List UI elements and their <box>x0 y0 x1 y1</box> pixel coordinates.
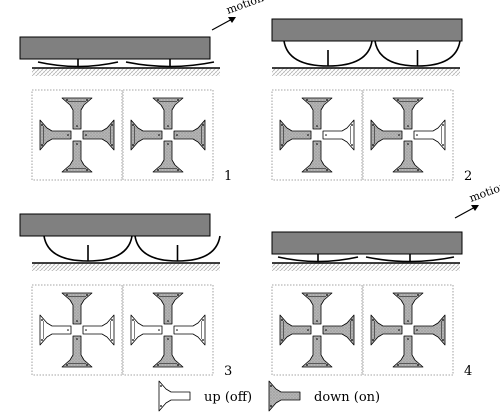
ground <box>272 68 460 76</box>
foot-top <box>301 97 333 130</box>
legs <box>283 40 461 67</box>
foot-left <box>279 314 312 346</box>
foot-bottom <box>152 335 184 368</box>
foot-top <box>152 97 184 130</box>
foot-right <box>322 314 355 346</box>
legend-foot-up-icon <box>158 380 191 412</box>
foot-top <box>152 292 184 325</box>
foot-cluster-left <box>31 89 123 181</box>
cluster-frame <box>271 89 363 181</box>
panel-number: 3 <box>224 364 232 379</box>
foot-right <box>173 314 206 346</box>
ground <box>32 68 220 76</box>
foot-bottom <box>152 140 184 173</box>
legend-foot-down-icon <box>268 380 301 412</box>
cluster-frame <box>31 89 123 181</box>
panel-number: 4 <box>464 364 472 379</box>
foot-top <box>392 97 424 130</box>
legend: up (off) down (on) <box>158 380 380 412</box>
foot-bottom <box>392 140 424 173</box>
foot-left <box>370 119 403 151</box>
robot-body <box>271 231 463 255</box>
foot-top <box>61 292 93 325</box>
robot-body <box>19 36 211 60</box>
cluster-frame <box>122 89 214 181</box>
robot-body <box>271 18 463 42</box>
foot-cluster-left <box>31 284 123 376</box>
foot-top <box>392 292 424 325</box>
motion-label: motion <box>225 0 266 17</box>
foot-cluster-left <box>271 89 363 181</box>
panel-4: 4 <box>271 231 472 379</box>
foot-right <box>82 119 115 151</box>
legend-up-label: up (off) <box>204 390 252 405</box>
cluster-frame <box>271 284 363 376</box>
ground <box>272 263 460 271</box>
foot-top <box>61 97 93 130</box>
panel-1: motion 1 <box>19 0 266 184</box>
foot-right <box>413 119 446 151</box>
panel-2: 2 <box>271 18 472 184</box>
foot-top <box>301 292 333 325</box>
ground <box>32 263 220 271</box>
motion-label: motion <box>468 179 500 204</box>
panel-number: 2 <box>464 169 472 184</box>
foot-bottom <box>392 335 424 368</box>
foot-right <box>322 119 355 151</box>
legs <box>37 59 215 68</box>
legs <box>277 254 455 263</box>
cluster-frame <box>362 284 454 376</box>
foot-bottom <box>301 140 333 173</box>
foot-left <box>130 119 163 151</box>
foot-cluster-right <box>122 89 214 181</box>
cluster-frame <box>122 284 214 376</box>
legend-down-label: down (on) <box>314 390 380 405</box>
panel-number: 1 <box>224 169 232 184</box>
foot-left <box>130 314 163 346</box>
foot-cluster-right <box>362 89 454 181</box>
panels: motion 1 2 3 4 motion <box>19 0 500 379</box>
robot-body <box>19 213 211 237</box>
motion-arrow: motion <box>211 0 266 31</box>
foot-right <box>413 314 446 346</box>
foot-cluster-right <box>362 284 454 376</box>
cluster-frame <box>31 284 123 376</box>
foot-left <box>39 119 72 151</box>
foot-left <box>370 314 403 346</box>
foot-left <box>279 119 312 151</box>
panel-3: 3 <box>19 213 232 379</box>
foot-bottom <box>301 335 333 368</box>
motion-arrow: motion <box>454 179 500 219</box>
foot-left <box>39 314 72 346</box>
cluster-frame <box>362 89 454 181</box>
legs <box>43 235 221 262</box>
foot-bottom <box>61 140 93 173</box>
foot-right <box>82 314 115 346</box>
foot-right <box>173 119 206 151</box>
foot-cluster-right <box>122 284 214 376</box>
foot-bottom <box>61 335 93 368</box>
foot-cluster-left <box>271 284 363 376</box>
